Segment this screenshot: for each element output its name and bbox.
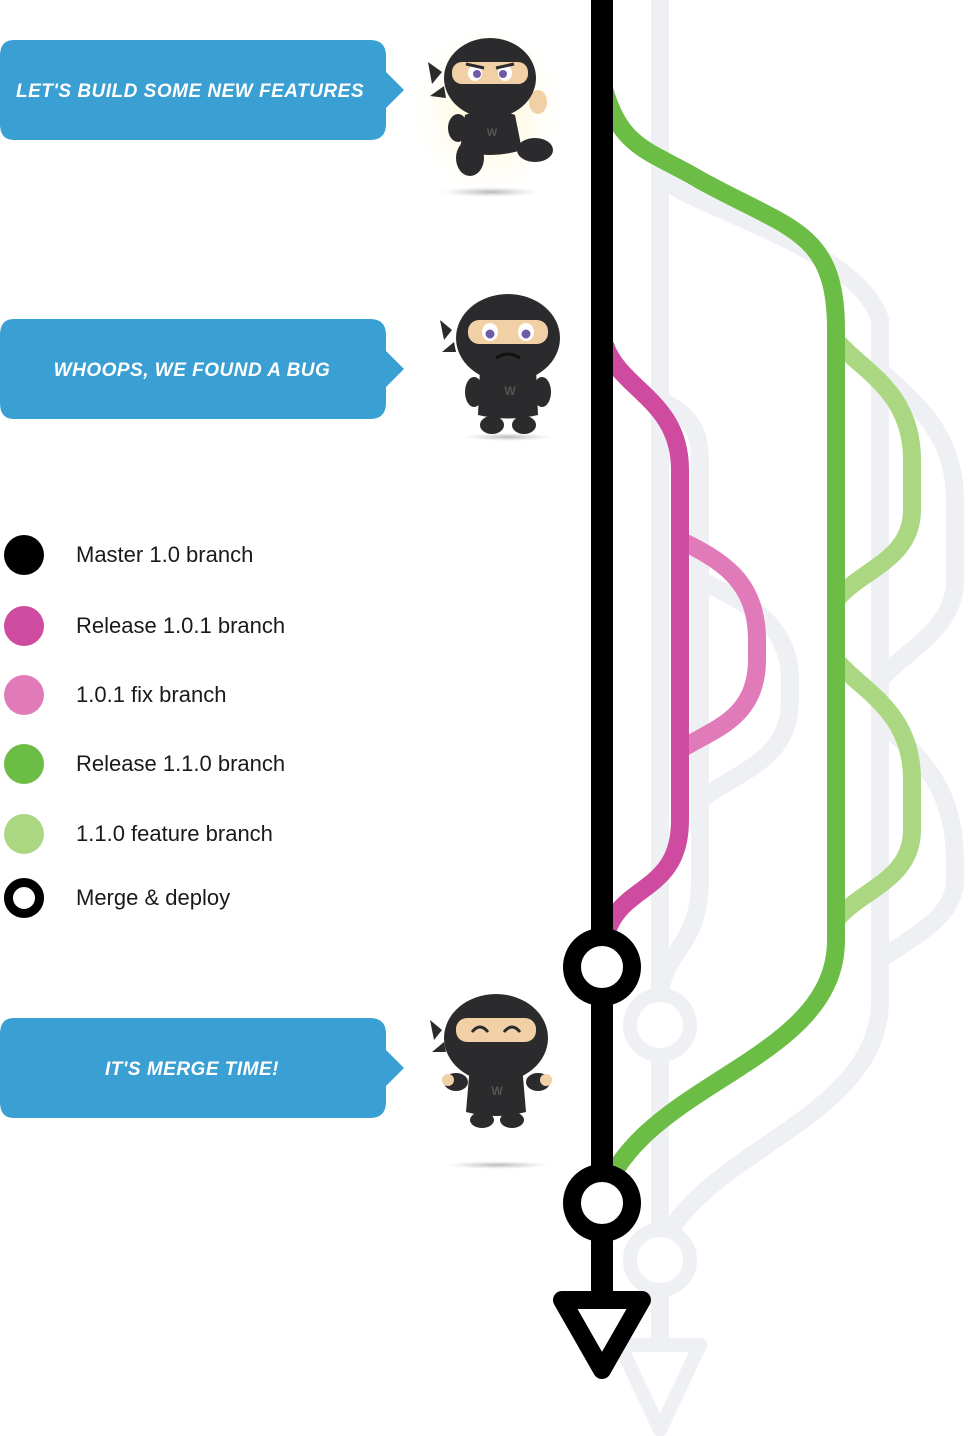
ninja-mascot-worried: W	[440, 294, 560, 441]
speech-bubble-2-text: WHOOPS, WE FOUND A BUG	[54, 360, 331, 381]
shadow-release-110-line	[651, 171, 889, 1259]
shadow-branches	[651, 0, 964, 1389]
feature-110-branches	[828, 334, 921, 927]
speech-bubble-1: LET'S BUILD SOME NEW FEATURES	[0, 40, 404, 140]
speech-bubble-1-text: LET'S BUILD SOME NEW FEATURES	[16, 81, 364, 102]
svg-text:W: W	[487, 127, 498, 139]
ninja-shadow	[463, 433, 553, 441]
ninja-shadow	[446, 1161, 550, 1169]
release-101-branch	[594, 341, 689, 952]
shadow-release-101-line	[651, 391, 709, 1009]
ninja-mascot-jumping: W	[413, 25, 563, 197]
merge-ring-1	[563, 928, 641, 1006]
fix-101-branch	[675, 531, 766, 758]
feature-110-branch-1	[828, 334, 921, 607]
svg-text:W: W	[491, 1084, 503, 1098]
shadow-fix-101-line	[691, 571, 799, 809]
svg-text:W: W	[504, 384, 516, 398]
shadow-merge-points	[623, 988, 697, 1297]
speech-bubble-3-text: IT'S MERGE TIME!	[105, 1059, 279, 1080]
shadow-merge-ring-1	[623, 988, 697, 1062]
ninja-mascot-happy: W	[430, 994, 552, 1169]
merge-ring-2	[563, 1164, 641, 1242]
shadow-merge-ring-2	[623, 1223, 697, 1297]
speech-bubble-3: IT'S MERGE TIME!	[0, 1018, 404, 1118]
ninja-shadow	[440, 187, 540, 197]
shadow-arrow-head	[613, 1338, 707, 1436]
arrow-head	[553, 1291, 651, 1379]
speech-bubble-2: WHOOPS, WE FOUND A BUG	[0, 319, 404, 419]
release-110-branch	[594, 82, 845, 1194]
feature-110-branch-2	[828, 654, 921, 927]
